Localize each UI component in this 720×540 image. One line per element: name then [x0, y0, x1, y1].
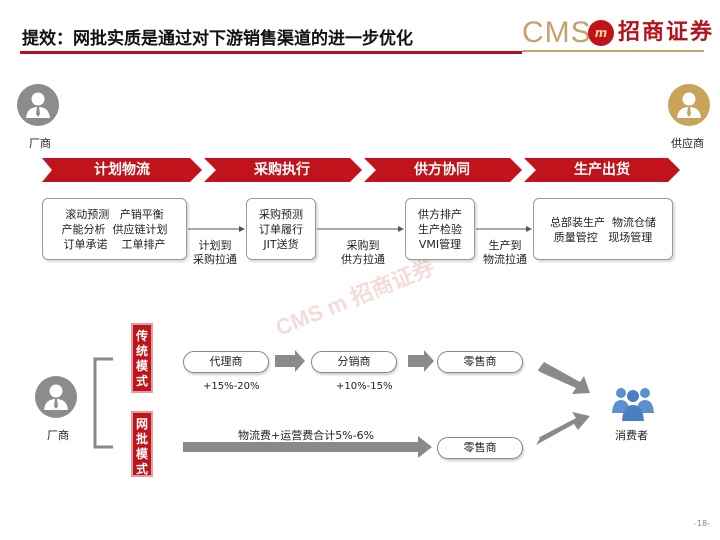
- consumer-label: 消费者: [615, 429, 648, 442]
- supplier-avatar-icon: [668, 84, 710, 126]
- page-title: 提效：网批实质是通过对下游销售渠道的进一步优化: [22, 29, 413, 49]
- stage-label-2: 采购执行: [254, 162, 310, 178]
- agent-node: 代理商: [183, 351, 269, 373]
- retailer-node-traditional: 零售商: [437, 351, 523, 373]
- distributor-node: 分销商: [311, 351, 397, 373]
- purchasing-box: 采购预测 订单履行 JIT送货: [246, 198, 316, 260]
- planning-box: 滚动预测 产销平衡 产能分析 供应链计划 订单承诺 工单排产: [42, 198, 187, 260]
- supplier-collab-box: 供方排产 生产检验 VMI管理: [405, 198, 475, 260]
- wholesale-mode-tag: 网 批 模 式: [131, 411, 153, 477]
- logo-cn-text: 招商证券: [618, 20, 715, 45]
- chevron-stage-4: [524, 158, 680, 182]
- arrow-retailer-to-consumer-top: [538, 362, 590, 394]
- manufacturer-avatar-bottom-icon: [35, 376, 77, 418]
- manufacturer-label-bottom: 厂商: [47, 429, 69, 442]
- logo-underline: [522, 50, 704, 52]
- logo-badge-icon: m: [588, 20, 614, 46]
- retailer-node-wholesale: 零售商: [437, 437, 523, 459]
- chevron-stage-3: [364, 158, 522, 182]
- title-underline: [20, 51, 522, 54]
- connector-label-1: 计划到 采购拉通: [193, 239, 237, 266]
- mode-bracket: [93, 357, 113, 449]
- process-chevrons: [42, 158, 680, 182]
- chevron-stage-2: [204, 158, 362, 182]
- arrow-wholesale-to-retailer: [183, 436, 432, 458]
- agent-margin: +15%-20%: [203, 381, 260, 392]
- traditional-mode-tag: 传 统 模 式: [131, 323, 153, 393]
- stage-label-4: 生产出货: [574, 162, 630, 178]
- manufacturer-avatar-icon: [17, 84, 59, 126]
- arrow-distributor-to-retailer: [408, 350, 434, 372]
- supplier-label: 供应商: [671, 137, 704, 150]
- distributor-margin: +10%-15%: [336, 381, 393, 392]
- logo-cms-text: CMS: [522, 16, 592, 49]
- wholesale-cost-note: 物流费+运营费合计5%-6%: [238, 429, 375, 442]
- arrow-agent-to-distributor: [275, 350, 305, 372]
- connector-label-3: 生产到 物流拉通: [483, 239, 527, 266]
- arrow-retailer-to-consumer-bottom: [536, 412, 590, 445]
- page-number: -18-: [694, 519, 710, 528]
- stage-label-1: 计划物流: [94, 162, 150, 178]
- stage-label-3: 供方协同: [414, 162, 470, 178]
- chevron-stage-1: [42, 158, 202, 182]
- brand-logo: CMS m 招商证券: [522, 16, 712, 52]
- consumer-group-icon: [612, 388, 654, 421]
- manufacturer-label-top: 厂商: [29, 137, 51, 150]
- connector-label-2: 采购到 供方拉通: [341, 239, 385, 266]
- production-box: 总部装生产 物流仓储 质量管控 现场管理: [533, 198, 673, 260]
